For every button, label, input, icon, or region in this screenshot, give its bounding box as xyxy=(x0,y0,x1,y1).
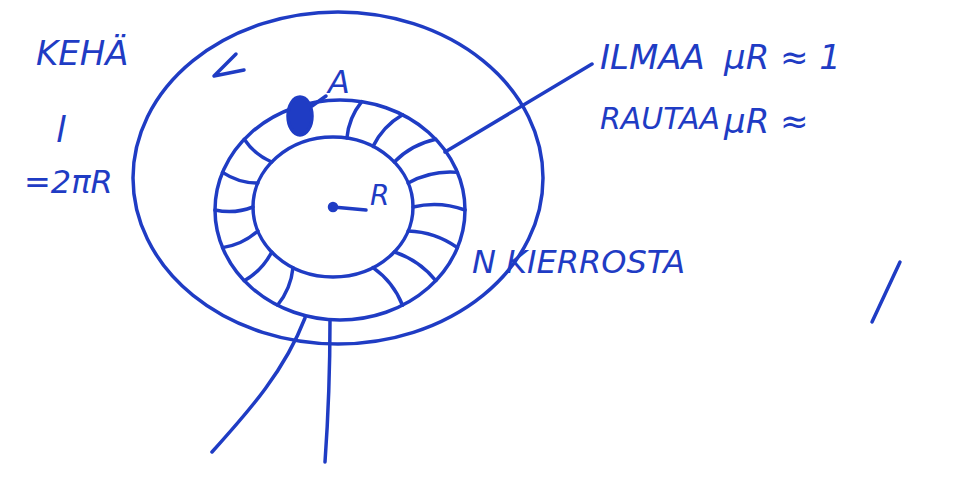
windings xyxy=(215,102,465,306)
winding-turn xyxy=(373,268,403,306)
circumference-label: KEHÄ xyxy=(36,36,129,70)
winding-turn xyxy=(223,231,258,248)
toroid-outer-edge xyxy=(215,100,465,320)
permeability-value: μR ≈ 1 xyxy=(724,40,841,74)
winding-turn xyxy=(408,231,457,248)
cross-section xyxy=(288,97,312,135)
radius-line xyxy=(333,207,366,210)
lead-wire xyxy=(212,318,305,452)
air-leader xyxy=(445,64,592,152)
winding-turn xyxy=(394,252,435,281)
stroke-mark xyxy=(872,262,900,322)
winding-turn xyxy=(278,268,294,306)
radius-label: R xyxy=(370,182,389,210)
area-leader xyxy=(312,96,326,106)
iron-label: RAUTAA xyxy=(600,104,720,134)
winding-turn xyxy=(244,252,271,281)
winding-turn xyxy=(223,172,258,183)
circumference-loop xyxy=(133,12,543,344)
winding-turn xyxy=(373,115,403,147)
winding-turn xyxy=(413,204,465,210)
length-symbol: l xyxy=(56,112,66,148)
lead-wire xyxy=(325,320,330,462)
turns-label: N KIERROSTA xyxy=(472,246,685,278)
winding-turn xyxy=(244,139,271,162)
permeability-value: μR ≈ xyxy=(724,104,809,138)
direction-arrow xyxy=(214,54,244,76)
winding-turn xyxy=(408,172,457,183)
length-formula: =2πR xyxy=(24,166,113,198)
air-label: ILMAA xyxy=(600,40,705,74)
toroid-inner-edge xyxy=(253,137,413,277)
area-label: A xyxy=(328,66,350,98)
winding-turn xyxy=(347,102,362,138)
winding-turn xyxy=(215,207,253,212)
winding-turn xyxy=(394,139,435,162)
